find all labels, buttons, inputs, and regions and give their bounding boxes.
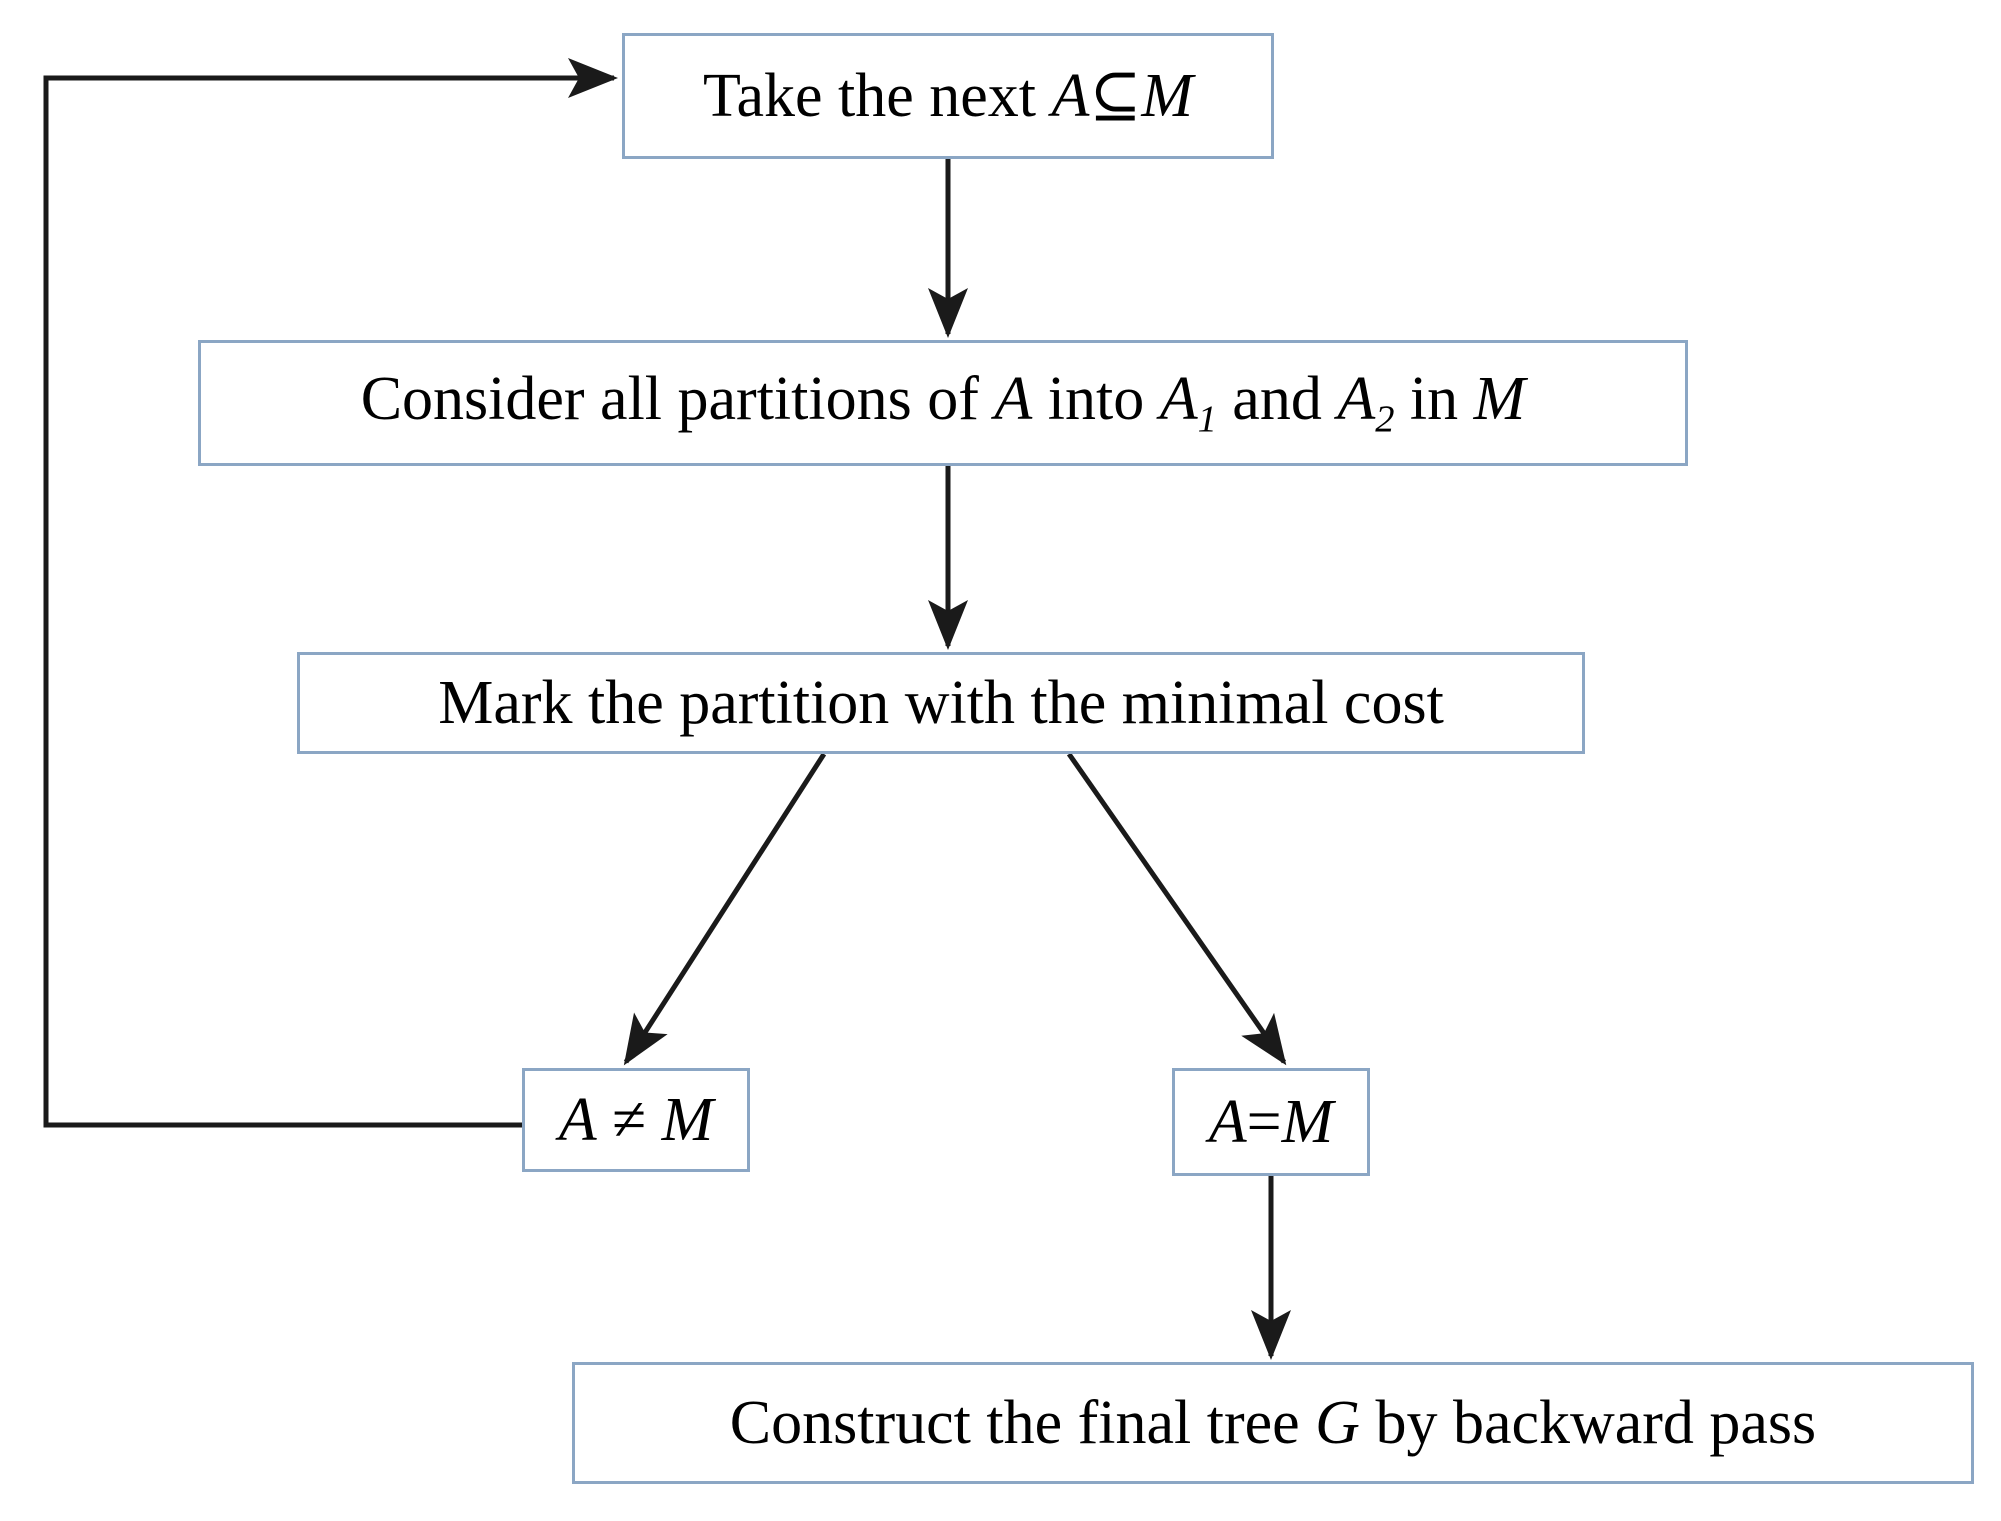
edge-feedback-loop-to-take (43, 58, 619, 1128)
node-consider-label: Consider all partitions of A into A1 and… (360, 364, 1526, 440)
node-consider-partitions[interactable]: Consider all partitions of A into A1 and… (198, 340, 1688, 466)
node-take-label: Take the next A⊆M (702, 62, 1194, 130)
node-mark-label: Mark the partition with the minimal cost (438, 669, 1444, 737)
node-construct-label: Construct the final tree G by backward p… (729, 1389, 1817, 1457)
edge-mark-to-a-equal-m (1066, 752, 1287, 1066)
node-a-not-equal-m-label: A ≠ M (558, 1086, 714, 1154)
node-a-equal-m-label: A=M (1208, 1088, 1334, 1156)
node-a-not-equal-m[interactable]: A ≠ M (522, 1068, 750, 1172)
node-construct-final-tree[interactable]: Construct the final tree G by backward p… (572, 1362, 1974, 1484)
node-mark-minimal-cost[interactable]: Mark the partition with the minimal cost (297, 652, 1585, 754)
node-a-equal-m[interactable]: A=M (1172, 1068, 1370, 1176)
node-take-next-subset[interactable]: Take the next A⊆M (622, 33, 1274, 159)
edge-mark-to-a-not-equal-m (623, 752, 827, 1066)
